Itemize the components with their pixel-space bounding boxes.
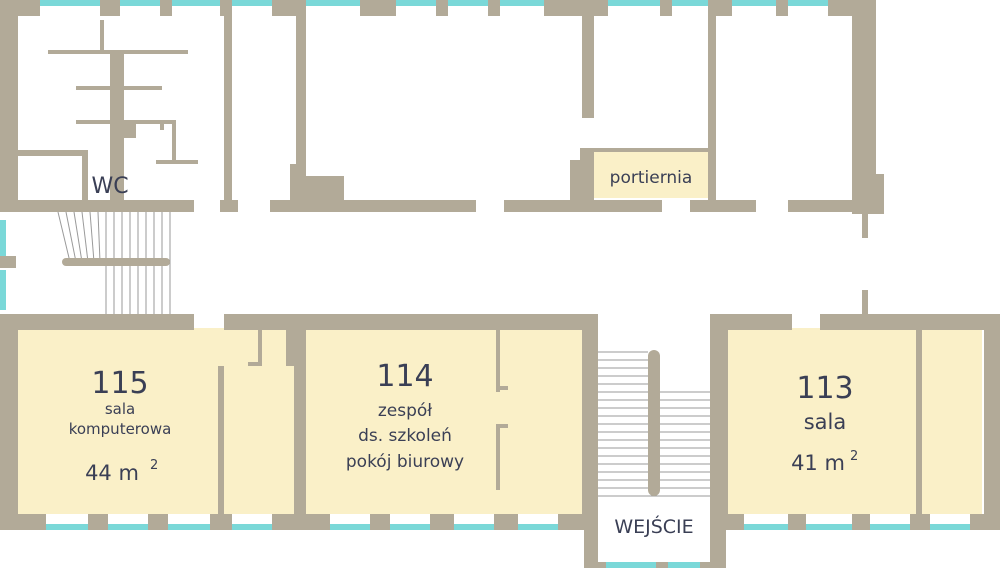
stairs-left-handrail [62,258,170,266]
room-115-area-sup: 2 [150,458,158,473]
room-114-line2: ds. szkoleń [358,426,452,446]
room-114-labels: 114 zespół ds. szkoleń pokój biurowy [346,359,464,472]
room-115-line1: sala [105,400,135,418]
room-115-labels: 115 sala komputerowa 44 m 2 [69,366,172,485]
room-113-area[interactable] [728,328,982,514]
room-113-line1: sala [804,410,847,434]
room-115-area: 44 m [85,461,139,485]
room-113-area: 41 m [791,451,845,475]
room-113-number: 113 [796,371,853,406]
entrance-label: WEJŚCIE [614,514,693,538]
wc-label: WC [91,174,128,199]
room-114-line1: zespół [378,401,432,421]
room-115-area[interactable] [18,328,294,514]
portiernia-area[interactable] [593,150,711,198]
room-113-labels: 113 sala 41 m 2 [791,371,858,475]
room-115-number: 115 [91,366,148,401]
room-fills [18,150,982,514]
stairs-entrance-handrail [648,350,660,496]
room-115-line2: komputerowa [69,420,172,438]
portiernia-label: portiernia [610,168,693,188]
room-114-number: 114 [376,359,433,394]
room-114-area[interactable] [306,328,582,514]
room-113-area-sup: 2 [850,449,858,464]
room-114-line3: pokój biurowy [346,452,464,472]
